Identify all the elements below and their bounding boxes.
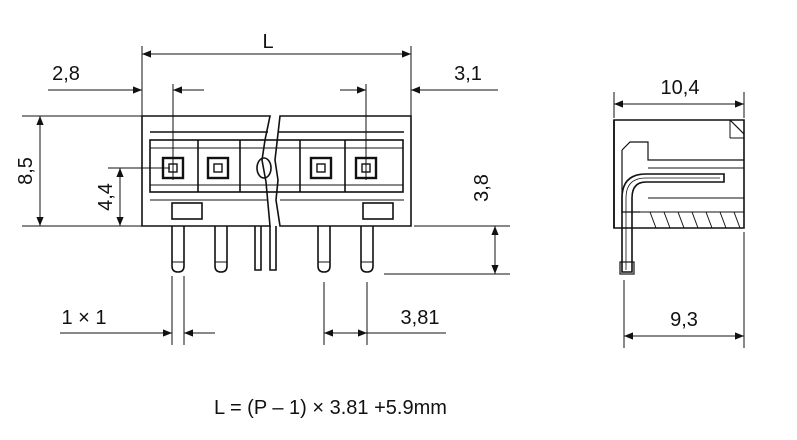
front-dimensions <box>22 46 510 345</box>
contact-break-oval <box>256 157 272 179</box>
label-overall-length: L <box>262 31 273 53</box>
front-view <box>141 115 412 273</box>
side-bent-pin <box>621 173 725 273</box>
side-view <box>613 119 745 275</box>
label-right-offset: 3,1 <box>454 63 482 85</box>
label-side-width: 10,4 <box>661 77 700 99</box>
length-formula: L = (P – 1) × 3.81 +5.9mm <box>214 397 447 419</box>
label-side-base: 9,3 <box>670 309 698 331</box>
contact-3 <box>309 156 333 180</box>
side-dimensions <box>613 92 745 348</box>
label-left-offset: 2,8 <box>52 63 80 85</box>
label-body-height: 8,5 <box>15 157 37 185</box>
label-pin-length: 3,8 <box>471 174 493 202</box>
label-cavity-height: 4,4 <box>95 183 117 211</box>
contact-2 <box>206 156 230 180</box>
label-pitch: 3,81 <box>401 307 440 329</box>
pins <box>171 226 374 273</box>
housing-left <box>141 115 271 227</box>
housing-right <box>274 115 412 227</box>
label-pin-size: 1 × 1 <box>61 307 106 329</box>
